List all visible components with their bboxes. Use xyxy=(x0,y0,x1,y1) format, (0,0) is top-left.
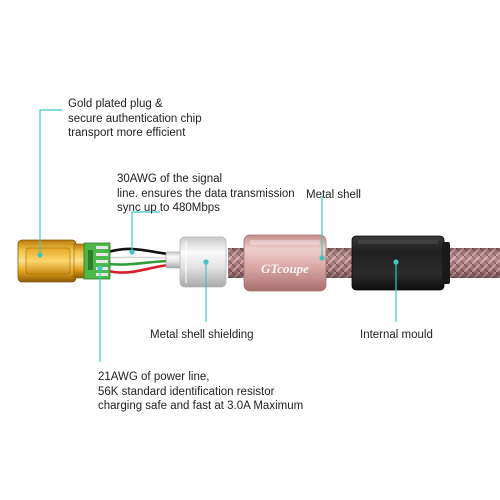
gold-plug-label-line1: Gold plated plug & xyxy=(68,98,163,110)
dot-icon xyxy=(319,255,325,261)
internal-mould-label: Internal mould xyxy=(360,329,433,341)
dot-icon xyxy=(37,252,43,258)
signal-line-label-line3: sync up to 480Mbps xyxy=(117,202,220,215)
internal-wires xyxy=(107,247,188,274)
power-line-label-line1: 21AWG of power line, xyxy=(98,371,210,383)
metal-shell-label: Metal shell xyxy=(306,189,361,201)
leader-signal-line xyxy=(131,211,160,252)
power-line-label-line3: charging safe and fast at 3.0A Maximum xyxy=(98,400,304,413)
dot-icon xyxy=(203,259,209,265)
gold-plug-label: Gold plated plug & secure authentication… xyxy=(68,97,202,141)
metal-shell-shielding-label: Metal shell shielding xyxy=(150,329,254,341)
metal-shell-shielding xyxy=(179,236,227,288)
gold-plug-label-line3: transport more efficient xyxy=(68,127,186,140)
gold-plug-label-line2: secure authentication chip xyxy=(68,112,202,125)
internal-mould xyxy=(351,235,450,291)
metal-shell: GTcoupe xyxy=(243,234,327,292)
signal-line-label-line1: 30AWG of the signal xyxy=(117,173,223,185)
signal-line-label: 30AWG of the signal line. ensures the da… xyxy=(117,172,295,216)
dot-icon xyxy=(393,259,399,265)
signal-line-label-line2: line. ensures the data transmission xyxy=(117,187,295,200)
power-line-label-line2: 56K standard identification resistor xyxy=(98,385,275,398)
dot-icon xyxy=(97,265,103,271)
dot-icon xyxy=(129,249,135,255)
circuit-board xyxy=(83,242,111,280)
brand-logo: GTcoupe xyxy=(261,261,309,276)
gold-plug xyxy=(17,239,85,283)
leader-gold-plug xyxy=(39,109,62,255)
leader-lines xyxy=(39,109,397,362)
power-line-label: 21AWG of power line, 56K standard identi… xyxy=(98,370,303,414)
leader-dots xyxy=(37,249,399,271)
